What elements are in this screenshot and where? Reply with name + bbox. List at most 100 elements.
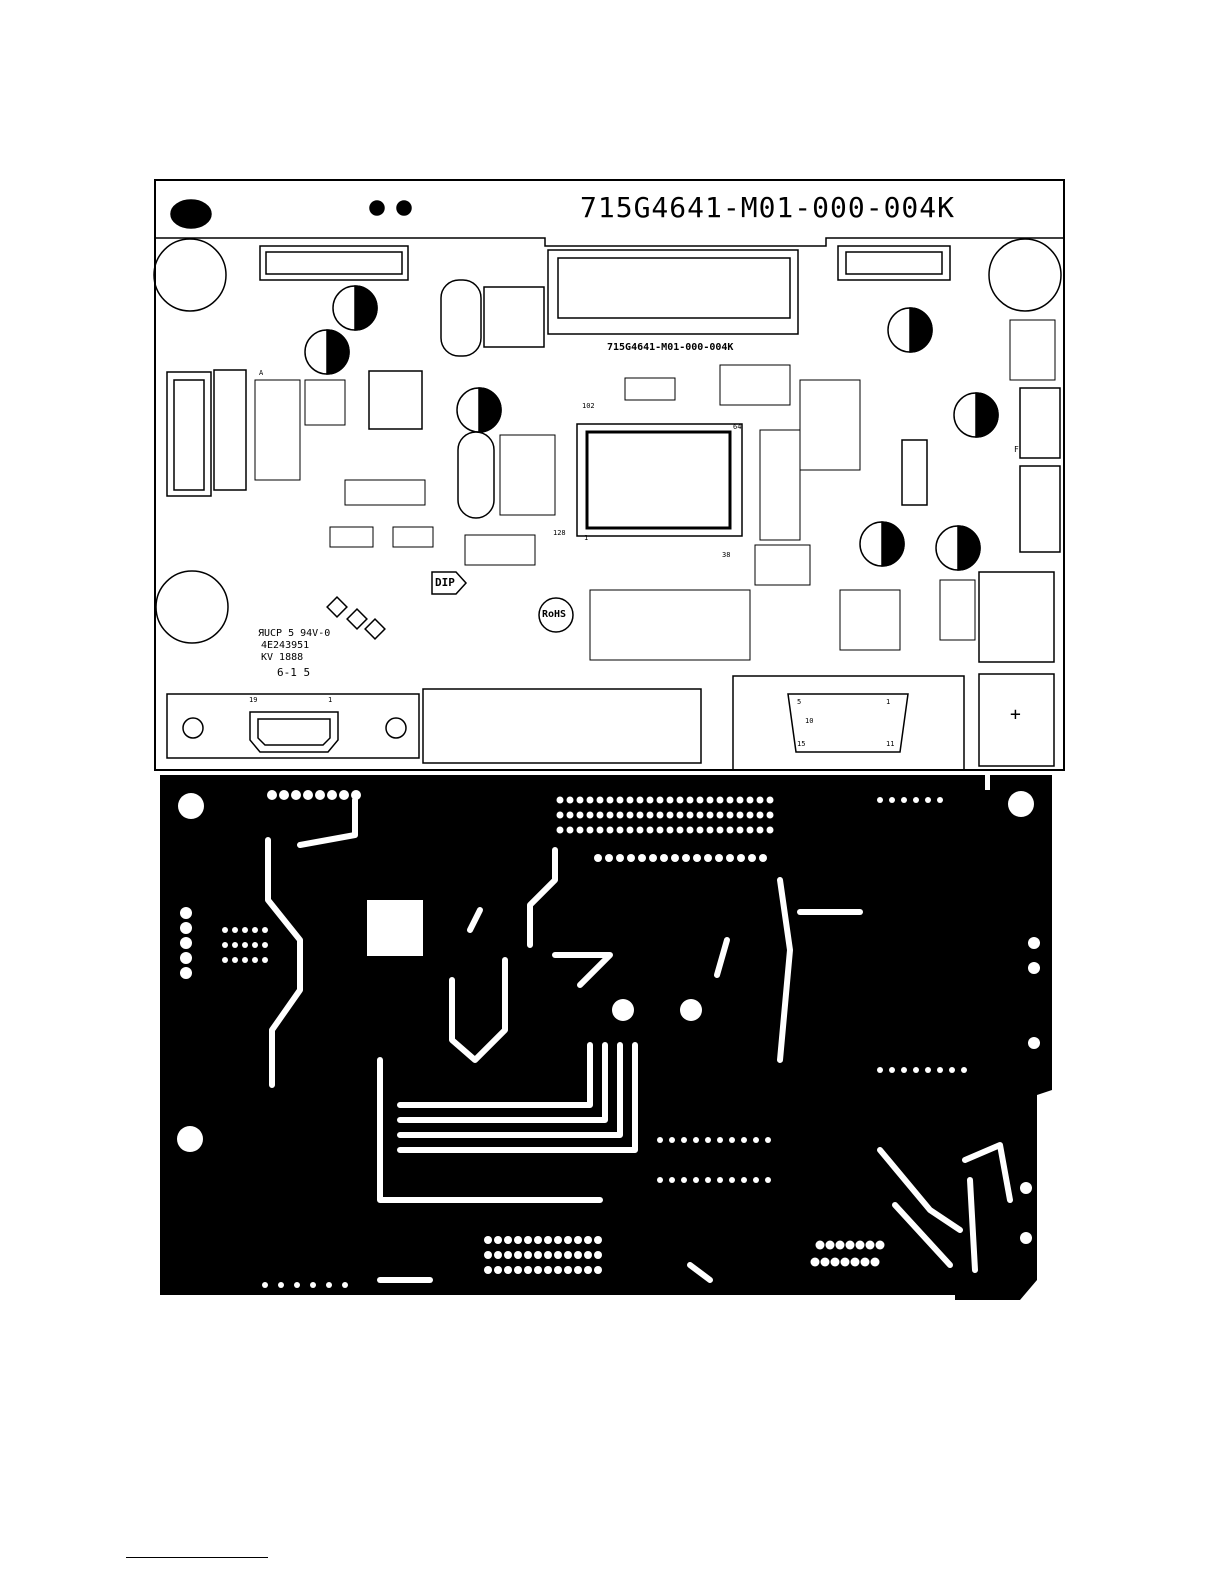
crystal-oval [458,432,494,518]
via [697,827,704,834]
via [913,797,919,803]
via [901,797,907,803]
chip-pin-1: 1 [584,535,588,542]
via [889,1067,895,1073]
connector-top-right [838,246,950,280]
via [677,827,684,834]
via [861,1258,870,1267]
via [667,812,674,819]
hdmi-port [250,712,338,752]
via [607,797,614,804]
via [557,797,564,804]
via [705,1137,711,1143]
via [574,1236,582,1244]
via [726,854,734,862]
top-silkscreen-view [154,180,1064,770]
via [667,827,674,834]
via [681,1137,687,1143]
via [705,1177,711,1183]
via [494,1266,502,1274]
via [587,812,594,819]
via [564,1236,572,1244]
chip-pin-128: 128 [553,530,566,537]
top-strip-edge [155,238,1064,246]
chip-pin-38: 38 [722,552,730,559]
via [737,827,744,834]
chip-pin-102: 102 [582,403,595,410]
via [504,1266,512,1274]
hdmi-bracket [167,694,419,758]
via [765,1137,771,1143]
via [567,827,574,834]
via [657,1177,663,1183]
via [677,812,684,819]
copper-pour [160,775,1052,1300]
via [669,1177,675,1183]
via [657,797,664,804]
via [937,1067,943,1073]
via [660,854,668,862]
ul-mark: ЯUCP 5 94V-0 [258,629,330,639]
via [577,827,584,834]
mounting-hole-top-right [989,239,1061,311]
hdmi-pin-19: 19 [249,697,257,704]
via [584,1236,592,1244]
via [727,797,734,804]
fiducial-oval [171,200,211,228]
vga-pin-5: 5 [797,699,801,706]
via [278,1282,284,1288]
vga-pin-10: 10 [805,718,813,725]
via [587,827,594,834]
connector-lvds [548,250,798,334]
via [484,1251,492,1259]
fiducial-dot-1 [370,201,384,215]
via [554,1236,562,1244]
via [717,1137,723,1143]
via [657,1137,663,1143]
via [647,827,654,834]
via [747,797,754,804]
via [747,827,754,834]
via [594,1266,602,1274]
via [617,812,624,819]
rohs-label: RoHS [542,610,566,620]
via [767,827,774,834]
via [669,1137,675,1143]
via [687,797,694,804]
via [597,797,604,804]
via [524,1266,532,1274]
via [748,854,756,862]
via [627,827,634,834]
via [707,797,714,804]
via [291,790,301,800]
via [889,797,895,803]
via [741,1137,747,1143]
via [262,957,268,963]
via [836,1241,845,1250]
via [757,797,764,804]
via [303,790,313,800]
via [821,1258,830,1267]
via [607,812,614,819]
via [697,797,704,804]
via [544,1251,552,1259]
via [557,812,564,819]
via [584,1251,592,1259]
via [242,927,248,933]
via [715,854,723,862]
via [514,1266,522,1274]
via [647,812,654,819]
via [584,1266,592,1274]
bracket-rect [484,287,544,347]
power-plus-sign: + [1010,706,1021,724]
main-ic-outline [577,424,742,536]
via [647,797,654,804]
via [717,1177,723,1183]
via [925,1067,931,1073]
via [544,1236,552,1244]
via [351,790,361,800]
via [514,1251,522,1259]
via [871,1258,880,1267]
